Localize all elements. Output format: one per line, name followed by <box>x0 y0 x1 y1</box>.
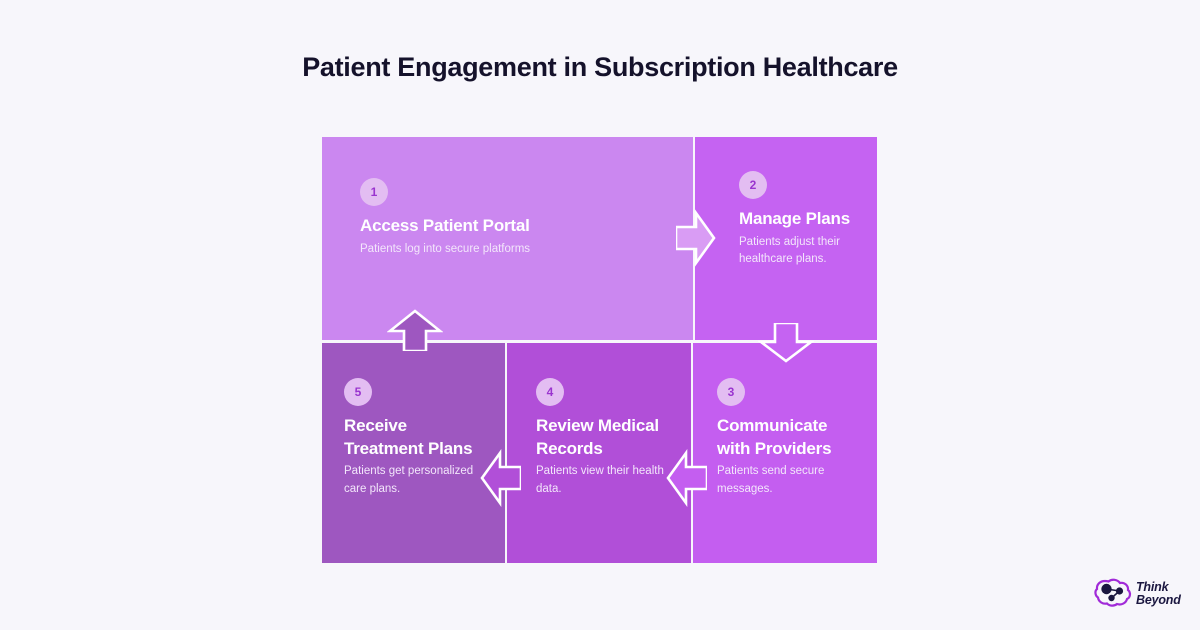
step-title-4: Review Medical Records <box>536 416 659 458</box>
think-beyond-cloud-icon <box>1094 576 1132 613</box>
step-number-badge-2: 2 <box>739 171 767 199</box>
flow-step-3[interactable]: 3 Communicate with Providers Patients se… <box>693 343 877 563</box>
flow-step-4[interactable]: 4 Review Medical Records Patients view t… <box>507 343 691 563</box>
step-description-2: Patients adjust their healthcare plans. <box>739 235 841 266</box>
page-title: Patient Engagement in Subscription Healt… <box>302 52 898 82</box>
step-description-5: Patients get personalized care plans. <box>344 465 474 495</box>
step-title-5: Receive Treatment Plans <box>344 416 473 458</box>
step-number-badge-1: 1 <box>360 178 388 206</box>
step-description-3: Patients send secure messages. <box>717 465 825 495</box>
flow-step-2[interactable]: 2 Manage Plans Patients adjust their hea… <box>695 137 877 340</box>
step-description-4: Patients view their health data. <box>536 465 664 495</box>
step-title-3: Communicate with Providers <box>717 416 832 458</box>
flow-diagram: 1 Access Patient Portal Patients log int… <box>322 137 877 563</box>
flow-step-1[interactable]: 1 Access Patient Portal Patients log int… <box>322 137 693 340</box>
step-number-badge-5: 5 <box>344 378 372 406</box>
step-number-badge-4: 4 <box>536 378 564 406</box>
flow-step-5[interactable]: 5 Receive Treatment Plans Patients get p… <box>322 343 505 563</box>
step-number-badge-3: 3 <box>717 378 745 406</box>
step-title-1: Access Patient Portal <box>360 216 530 235</box>
brand-name: Think Beyond <box>1136 579 1181 607</box>
brand-logo: Think Beyond <box>1094 574 1186 614</box>
brand-line-1: Think <box>1136 579 1169 594</box>
step-title-2: Manage Plans <box>739 209 850 228</box>
brand-line-2: Beyond <box>1136 593 1181 607</box>
step-description-1: Patients log into secure platforms <box>360 242 531 255</box>
